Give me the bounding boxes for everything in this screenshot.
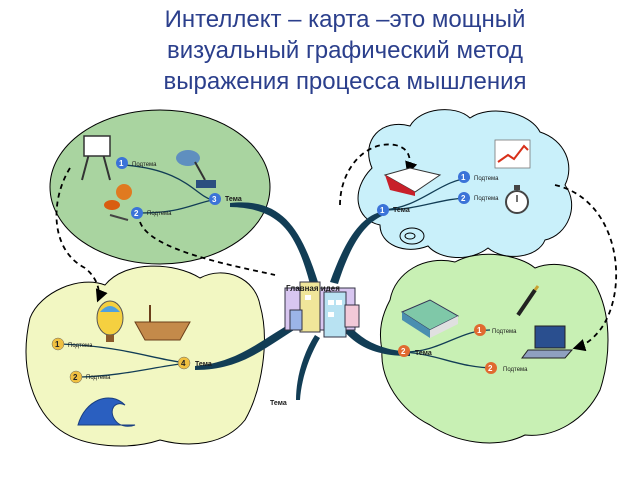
sub-branch-bl-2 [79, 363, 181, 378]
subtopic-tr-1-label: Подтема [474, 176, 499, 182]
badge-tl-theme-number: 3 [212, 195, 217, 204]
dashed-arrow-top-left-loop [55, 167, 108, 303]
central-topic-label: Главная идея [286, 284, 340, 293]
theme-tl-label: Тема [225, 196, 242, 203]
region-bottom-left [25, 265, 265, 447]
badge-tl-theme [209, 193, 221, 205]
badge-br-sub-2 [485, 362, 497, 374]
subtopic-tr-2-label: Подтема [474, 196, 499, 202]
theme-br-label: Тема [415, 350, 432, 357]
easel-icon [81, 135, 111, 181]
badge-tr-sub-2 [458, 192, 470, 204]
badge-bl-theme [177, 356, 191, 370]
book-icon [383, 167, 442, 196]
main-branch-top-left [230, 202, 318, 284]
badge-tl-sub-2-number: 2 [134, 209, 139, 218]
books-icon [400, 299, 460, 338]
badge-tr-theme [377, 204, 389, 216]
theme-tr-label: Тема [393, 207, 410, 214]
sub-branch-br-2 [404, 351, 496, 369]
badge-tr-sub-1-number: 1 [461, 173, 466, 182]
chart-icon [494, 139, 531, 169]
title-line-2: визуальный графический метод [166, 37, 524, 64]
subtopic-bl-2-label: Подтема [86, 375, 111, 381]
dashed-arrow-top-left-return [139, 221, 276, 276]
hot-air-balloon-icon [96, 300, 124, 342]
slide-title: Интеллект – карта –это мощный визуальный… [110, 4, 580, 97]
subtopic-br-1-label: Подтема [492, 329, 517, 335]
badge-bl-theme-number: 4 [181, 359, 186, 368]
sub-branch-tl-1 [124, 164, 213, 201]
badge-tl-sub-2 [131, 207, 143, 219]
sub-branch-tl-2 [139, 199, 213, 214]
tools-icon [104, 184, 132, 221]
title-line-3: выражения процесса мышления [163, 68, 527, 95]
badge-br-sub-2-number: 2 [488, 364, 493, 373]
badge-br-theme-number: 2 [401, 347, 406, 356]
badge-br-theme [398, 345, 410, 357]
wave-icon [77, 397, 136, 427]
subtopic-tl-1-label: Подтема [132, 162, 157, 168]
region-bottom-right [379, 253, 609, 444]
badge-bl-sub-2 [69, 370, 83, 384]
main-branch-bottom-center [296, 335, 320, 400]
subtopic-br-2-label: Подтема [503, 367, 528, 373]
pen-icon [516, 285, 540, 317]
badge-bl-sub-2-number: 2 [73, 373, 78, 382]
badge-tr-sub-1 [458, 171, 470, 183]
subtopic-tl-2-label: Подтема [147, 211, 172, 217]
theme-bottom-center-label: Тема [270, 400, 287, 407]
sub-branch-bl-1 [59, 343, 181, 363]
cloud-bubble-small [404, 232, 416, 240]
building-icon [284, 281, 360, 338]
badge-bl-sub-1 [51, 337, 65, 351]
main-branch-top-right [330, 212, 382, 284]
boat-icon [134, 305, 191, 341]
badge-bl-sub-1-number: 1 [55, 340, 60, 349]
badge-tl-sub-1-number: 1 [119, 159, 124, 168]
badge-tr-theme-number: 1 [380, 206, 385, 215]
badge-tr-sub-2-number: 2 [461, 194, 466, 203]
badge-tl-sub-1 [116, 157, 128, 169]
stopwatch-icon [505, 185, 529, 214]
theme-bl-label: Тема [195, 361, 212, 368]
desk-lamp-icon [176, 150, 216, 188]
title-line-1: Интеллект – карта –это мощный [164, 6, 526, 33]
badge-br-sub-1 [474, 324, 486, 336]
laptop-icon [521, 325, 574, 359]
badge-br-sub-1-number: 1 [477, 326, 482, 335]
subtopic-bl-1-label: Подтема [68, 343, 93, 349]
